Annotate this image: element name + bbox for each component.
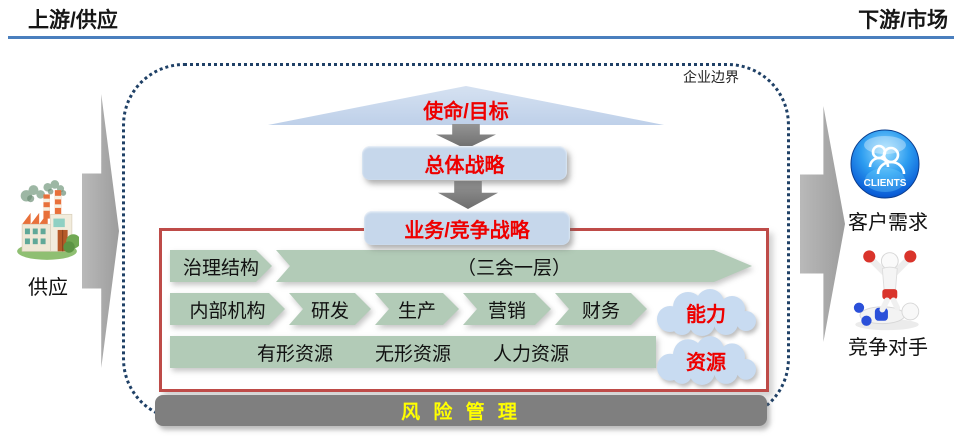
capability-label: 能力 [686, 303, 726, 326]
resource-item: 有形资源 [256, 343, 333, 365]
department-segment: 生产 [375, 293, 459, 325]
resources-cloud: 资源 [650, 334, 762, 386]
capability-cloud: 能力 [650, 287, 762, 337]
governance-value-segment: （三会一层） [276, 250, 752, 282]
department-segment: 内部机构 [170, 293, 285, 325]
header-divider-line [8, 36, 954, 39]
overall-strategy-box: 总体战略 [362, 146, 567, 180]
resource-item: 人力资源 [493, 343, 570, 365]
overall-strategy-label: 总体战略 [424, 154, 505, 177]
resource-item: 无形资源 [374, 343, 451, 365]
resources-row: 有形资源 无形资源 人力资源 [170, 336, 656, 368]
department-segment: 财务 [555, 293, 647, 325]
factory-icon [15, 176, 81, 264]
business-strategy-label: 业务/竞争战略 [404, 219, 530, 242]
enterprise-boundary-label: 企业边界 [683, 69, 739, 85]
customer-demand-label: 客户需求 [848, 212, 928, 234]
department-segment: 营销 [463, 293, 551, 325]
clients-sphere-icon: CLIENTS [849, 128, 921, 200]
governance-structure-segment: 治理结构 [170, 250, 272, 282]
risk-management-bar: 风 险 管 理 [155, 395, 767, 426]
departments-row: 内部机构 研发 生产 营销 财务 [170, 293, 647, 325]
supply-label: 供应 [28, 277, 68, 299]
governance-row: 治理结构 （三会一层） [170, 250, 752, 282]
supply-flow-arrow-icon [82, 94, 119, 368]
business-strategy-box: 业务/竞争战略 [364, 211, 570, 245]
boxing-figures-icon [833, 248, 941, 332]
cloud-shape-icon [657, 336, 756, 385]
resources-label: 资源 [686, 351, 726, 374]
cloud-shape-icon [657, 289, 756, 336]
risk-management-label: 风 险 管 理 [401, 402, 521, 423]
downstream-header: 下游/市场 [858, 9, 948, 32]
upstream-header: 上游/供应 [28, 9, 118, 32]
department-segment: 研发 [289, 293, 371, 325]
clients-badge-text: CLIENTS [864, 178, 907, 189]
mission-label: 使命/目标 [423, 101, 509, 123]
competitor-label: 竞争对手 [848, 337, 928, 359]
